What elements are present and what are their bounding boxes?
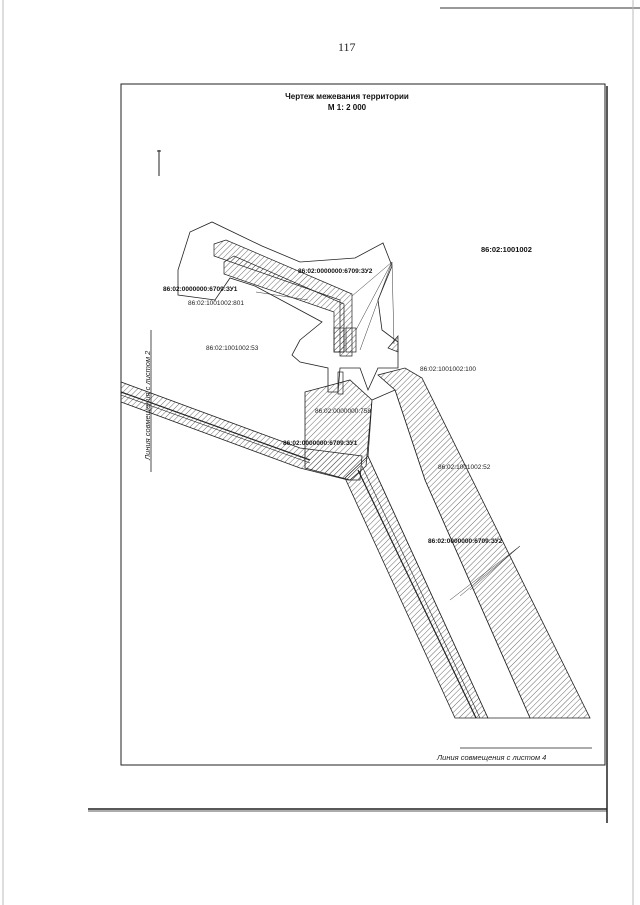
zu2-top-small-triangle [387, 335, 399, 353]
zu2-top-small-block-1 [333, 327, 345, 353]
label-zu1-center: 86:02:0000000:6709:ЗУ1 [283, 440, 358, 447]
map-scale: М 1: 2 000 [327, 103, 367, 112]
label-parcel-758: 86:02:0000000:758 [315, 408, 372, 415]
zu2-top-small-block-2 [345, 327, 357, 353]
road-between [367, 389, 531, 719]
label-zu2-top: 86:02:0000000:6709:ЗУ2 [298, 268, 373, 275]
label-block: 86:02:1001002 [481, 245, 532, 254]
label-parcel-52: 86:02:1001002:52 [438, 464, 491, 471]
label-parcel-100: 86:02:1001002:100 [420, 366, 477, 373]
label-zu2-bottom: 86:02:0000000:6709:ЗУ2 [428, 538, 503, 545]
label-parcel-801: 86:02:1001002:801 [188, 300, 245, 307]
parcel-boundary-upper [177, 221, 399, 393]
map-title-line1: Чертеж межевания территории [285, 92, 409, 101]
map-title: Чертеж межевания территории М 1: 2 000 [262, 91, 432, 113]
page-number: 117 [338, 40, 356, 54]
map-frame [120, 83, 606, 766]
label-parcel-53: 86:02:1001002:53 [206, 345, 259, 352]
label-zu1-top: 86:02:0000000:6709:ЗУ1 [163, 286, 238, 293]
sheet-link-left-label: Линия совмещения с листом 2 [143, 350, 152, 460]
sheet-link-bottom-label: Линия совмещения с листом 4 [437, 753, 547, 762]
